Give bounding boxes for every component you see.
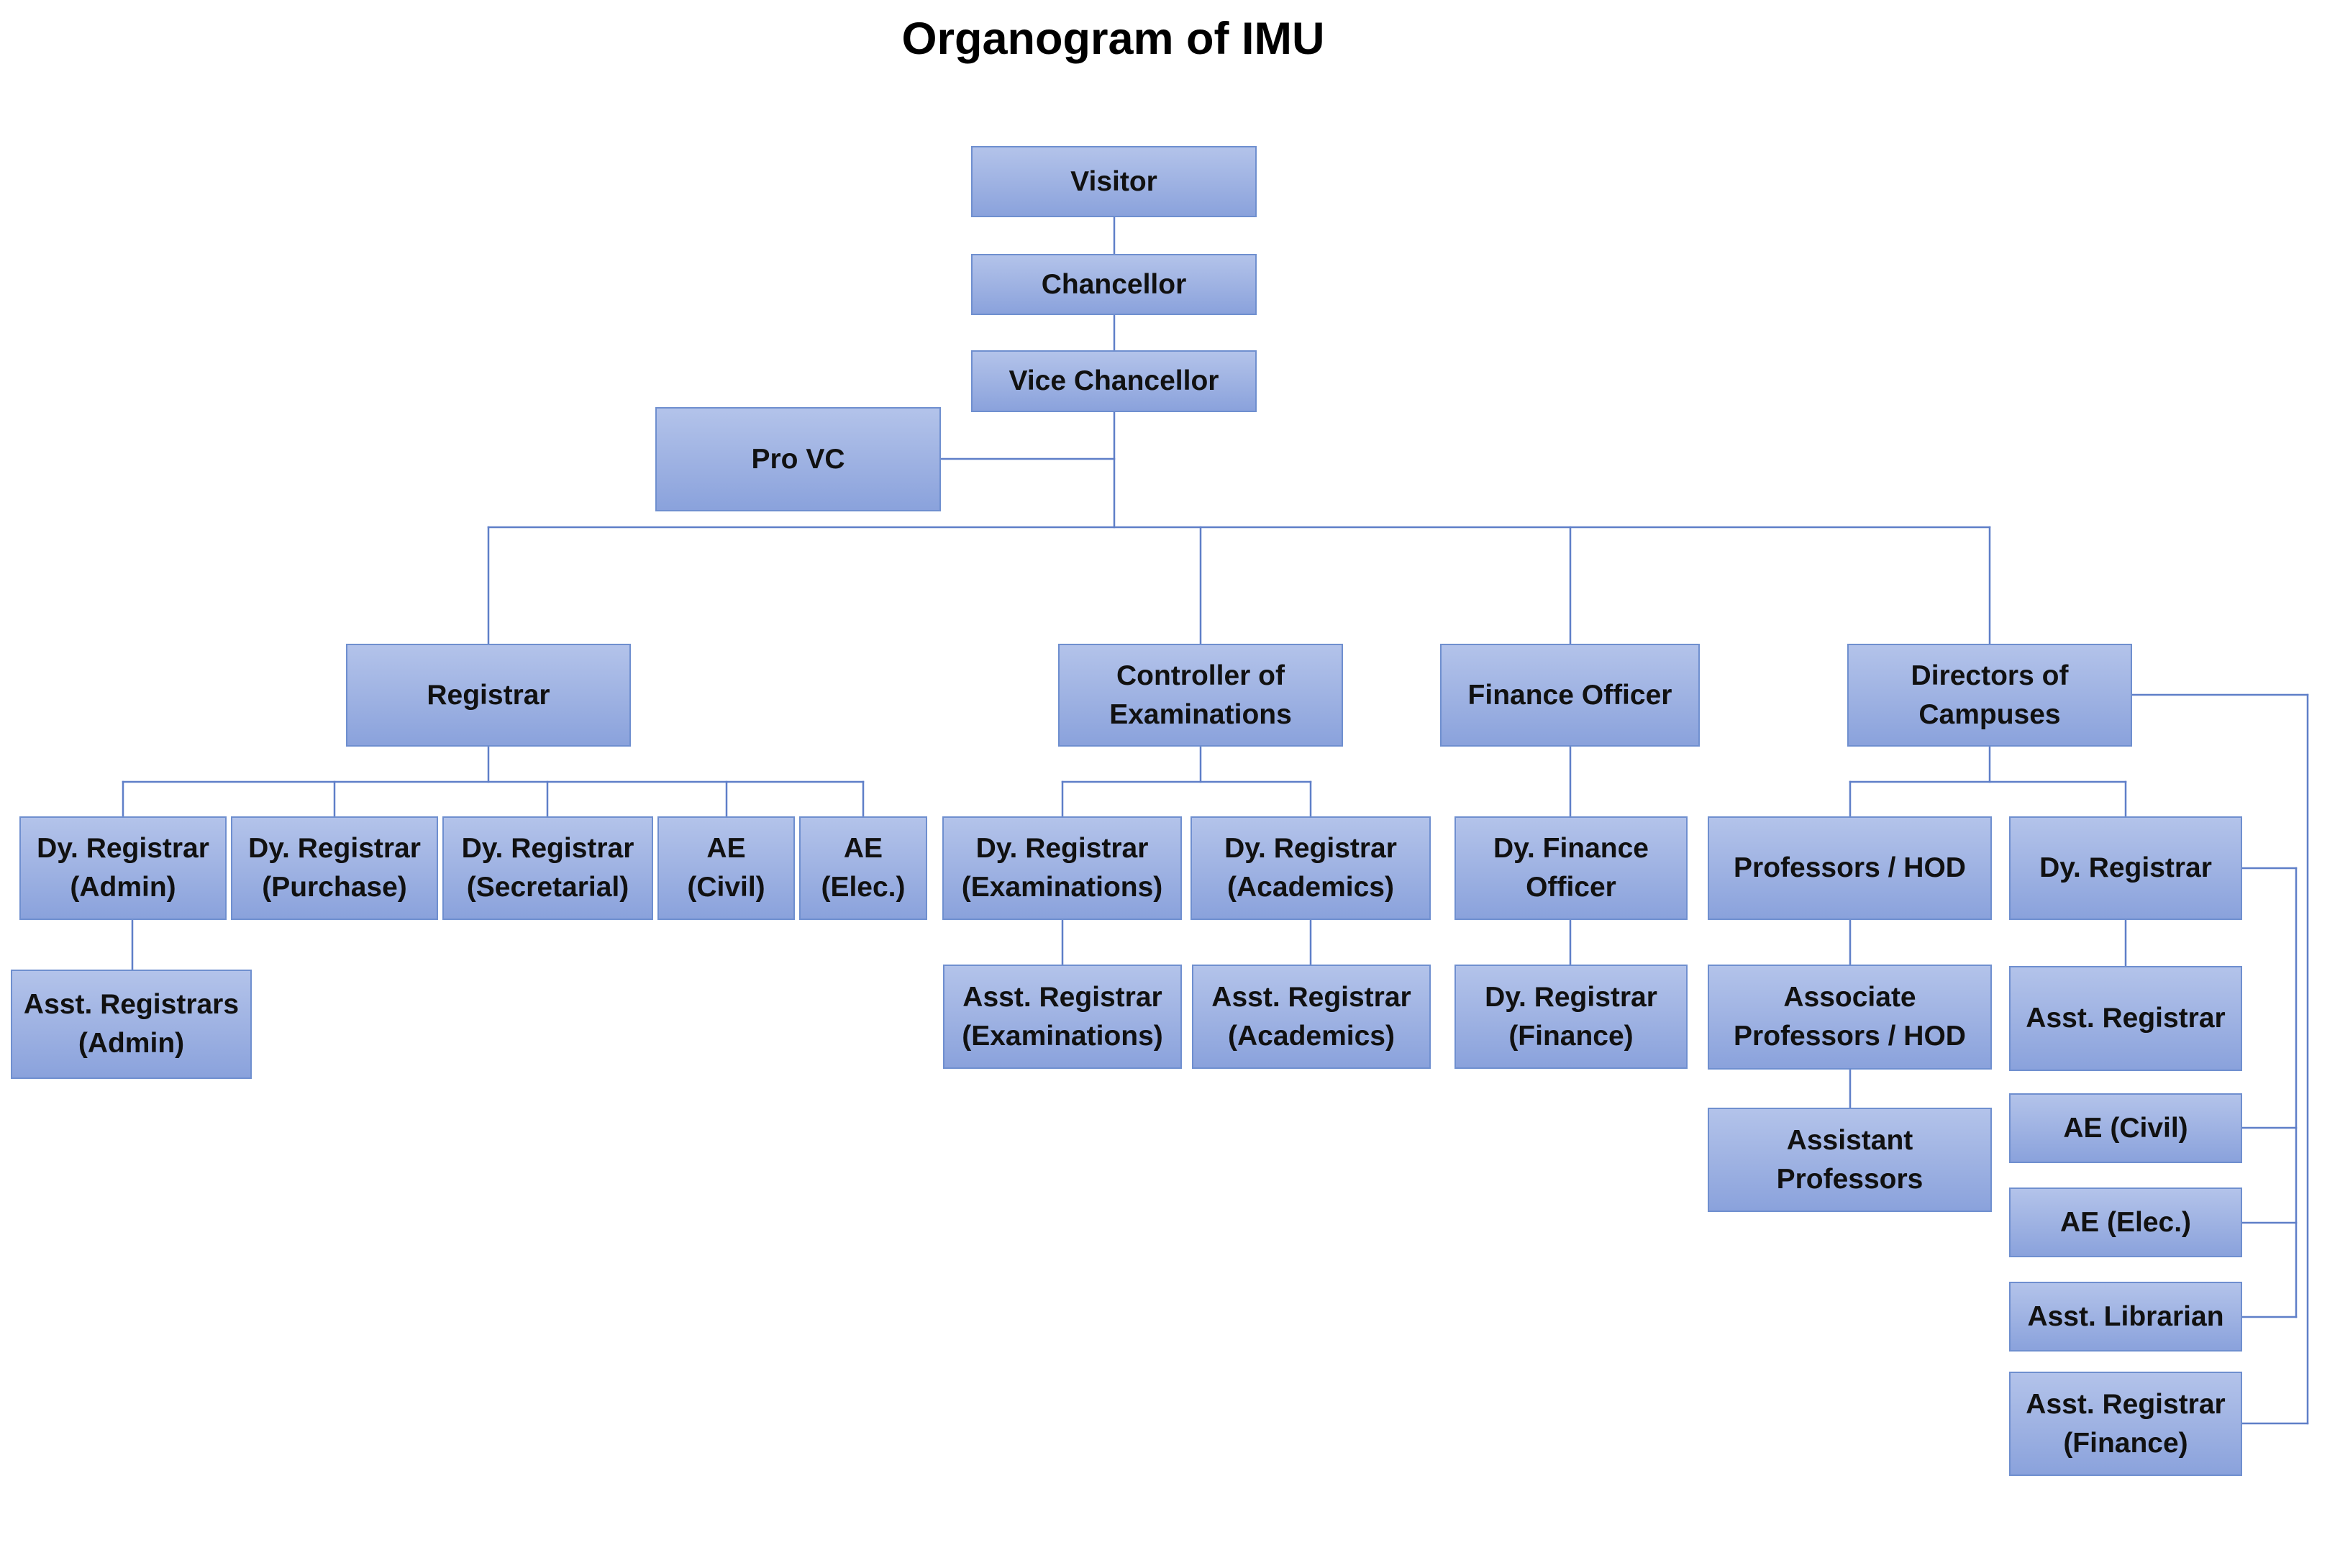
node-dy-registrar-finance: Dy. Registrar (Finance)	[1454, 965, 1688, 1069]
node-finance-officer: Finance Officer	[1440, 644, 1700, 747]
node-dy-registrar-academics: Dy. Registrar (Academics)	[1191, 816, 1431, 920]
node-dy-finance-officer: Dy. Finance Officer	[1454, 816, 1688, 920]
node-dy-registrar-admin: Dy. Registrar (Admin)	[19, 816, 227, 920]
node-asst-registrar-academics: Asst. Registrar (Academics)	[1192, 965, 1431, 1069]
node-asst-registrars-admin: Asst. Registrars (Admin)	[11, 970, 252, 1079]
node-ae-civil-registrar: AE (Civil)	[657, 816, 795, 920]
node-directors-of-campuses: Directors of Campuses	[1847, 644, 2132, 747]
node-visitor: Visitor	[971, 146, 1257, 217]
node-ae-civil-campus: AE (Civil)	[2009, 1093, 2242, 1163]
node-asst-registrar-finance-campus: Asst. Registrar (Finance)	[2009, 1372, 2242, 1476]
node-asst-librarian: Asst. Librarian	[2009, 1282, 2242, 1352]
node-assistant-professors: Assistant Professors	[1708, 1108, 1992, 1212]
node-ae-elec-registrar: AE (Elec.)	[799, 816, 927, 920]
node-dy-registrar-purchase: Dy. Registrar (Purchase)	[231, 816, 438, 920]
node-dy-registrar-campus: Dy. Registrar	[2009, 816, 2242, 920]
node-chancellor: Chancellor	[971, 254, 1257, 315]
node-dy-registrar-secretarial: Dy. Registrar (Secretarial)	[442, 816, 653, 920]
node-ae-elec-campus: AE (Elec.)	[2009, 1188, 2242, 1257]
node-controller-of-examinations: Controller of Examinations	[1058, 644, 1343, 747]
node-registrar: Registrar	[346, 644, 631, 747]
node-pro-vc: Pro VC	[655, 407, 941, 511]
chart-title: Organogram of IMU	[901, 14, 1325, 64]
node-asst-registrar-examinations: Asst. Registrar (Examinations)	[943, 965, 1182, 1069]
node-professors-hod: Professors / HOD	[1708, 816, 1992, 920]
node-dy-registrar-examinations: Dy. Registrar (Examinations)	[942, 816, 1182, 920]
node-vice-chancellor: Vice Chancellor	[971, 350, 1257, 412]
node-associate-professors-hod: Associate Professors / HOD	[1708, 965, 1992, 1070]
node-asst-registrar-campus: Asst. Registrar	[2009, 966, 2242, 1071]
